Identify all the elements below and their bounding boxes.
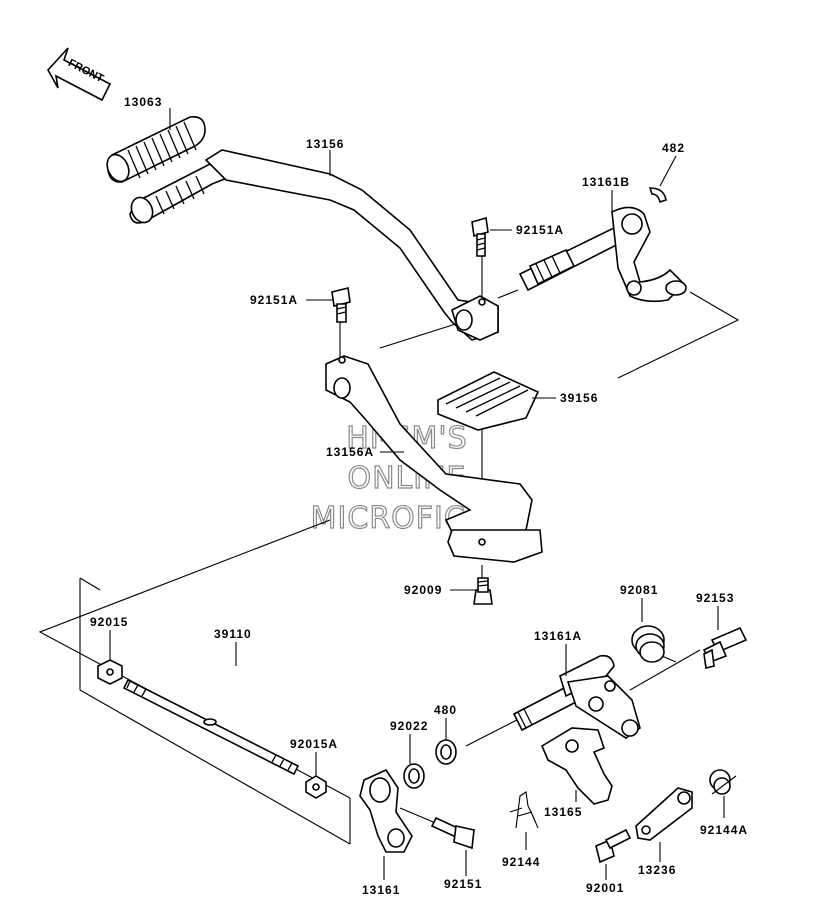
label-13165: 13165 (544, 805, 582, 819)
label-92144: 92144 (502, 855, 540, 869)
part-13161-lever (359, 768, 413, 853)
label-92144A: 92144A (700, 823, 748, 837)
part-92144-spring (509, 791, 539, 829)
label-92009: 92009 (404, 583, 442, 597)
part-39110-tie-rod (122, 678, 300, 776)
label-92151A-upper: 92151A (516, 223, 564, 237)
part-92151-bolt (430, 816, 475, 850)
label-92151A-left: 92151A (250, 293, 298, 307)
label-92015: 92015 (90, 615, 128, 629)
part-92015-nut (97, 659, 123, 685)
part-92081-spring (631, 625, 677, 663)
part-39156-pedal-pad (437, 371, 540, 431)
alignment-lines (38, 246, 740, 845)
part-92151A-upper-bolt (471, 216, 489, 257)
label-13161: 13161 (362, 883, 400, 897)
label-13063: 13063 (124, 95, 162, 109)
part-13156-pedal-arm (129, 149, 499, 341)
label-13161A: 13161A (534, 629, 582, 643)
label-13236: 13236 (638, 863, 676, 877)
label-92153: 92153 (696, 591, 734, 605)
front-arrow-icon: FRONT (47, 47, 112, 102)
label-480: 480 (434, 703, 457, 717)
label-39110: 39110 (214, 627, 252, 641)
label-13156: 13156 (306, 137, 344, 151)
part-92022-washer (403, 763, 425, 789)
label-13156A: 13156A (326, 445, 374, 459)
part-13063-rubber (106, 115, 206, 183)
part-13161A-shaft (512, 654, 641, 739)
label-39156: 39156 (560, 391, 598, 405)
label-92001: 92001 (586, 881, 624, 895)
part-482-clip (648, 187, 667, 204)
part-13156A-lower-pedal (325, 355, 543, 563)
label-92022: 92022 (390, 719, 428, 733)
part-92001-bolt (595, 828, 632, 864)
leader-lines (109, 108, 725, 880)
label-482: 482 (662, 141, 685, 155)
label-92151: 92151 (444, 877, 482, 891)
part-92151A-left-bolt (331, 287, 351, 323)
part-13161B-shaft (518, 206, 687, 303)
label-13161B: 13161B (582, 175, 630, 189)
part-92009-screw (473, 577, 493, 605)
part-92015A-nut (305, 775, 327, 799)
label-92081: 92081 (620, 583, 658, 597)
part-13165-plate (540, 727, 613, 805)
part-labels: 13063 13156 482 13161B 92151A 92151A 391… (90, 95, 748, 897)
part-92153-pin (702, 626, 748, 669)
part-92144A-spring (709, 769, 737, 795)
part-480-clip (435, 739, 457, 765)
label-92015A: 92015A (290, 737, 338, 751)
part-13236-lever (635, 787, 693, 841)
